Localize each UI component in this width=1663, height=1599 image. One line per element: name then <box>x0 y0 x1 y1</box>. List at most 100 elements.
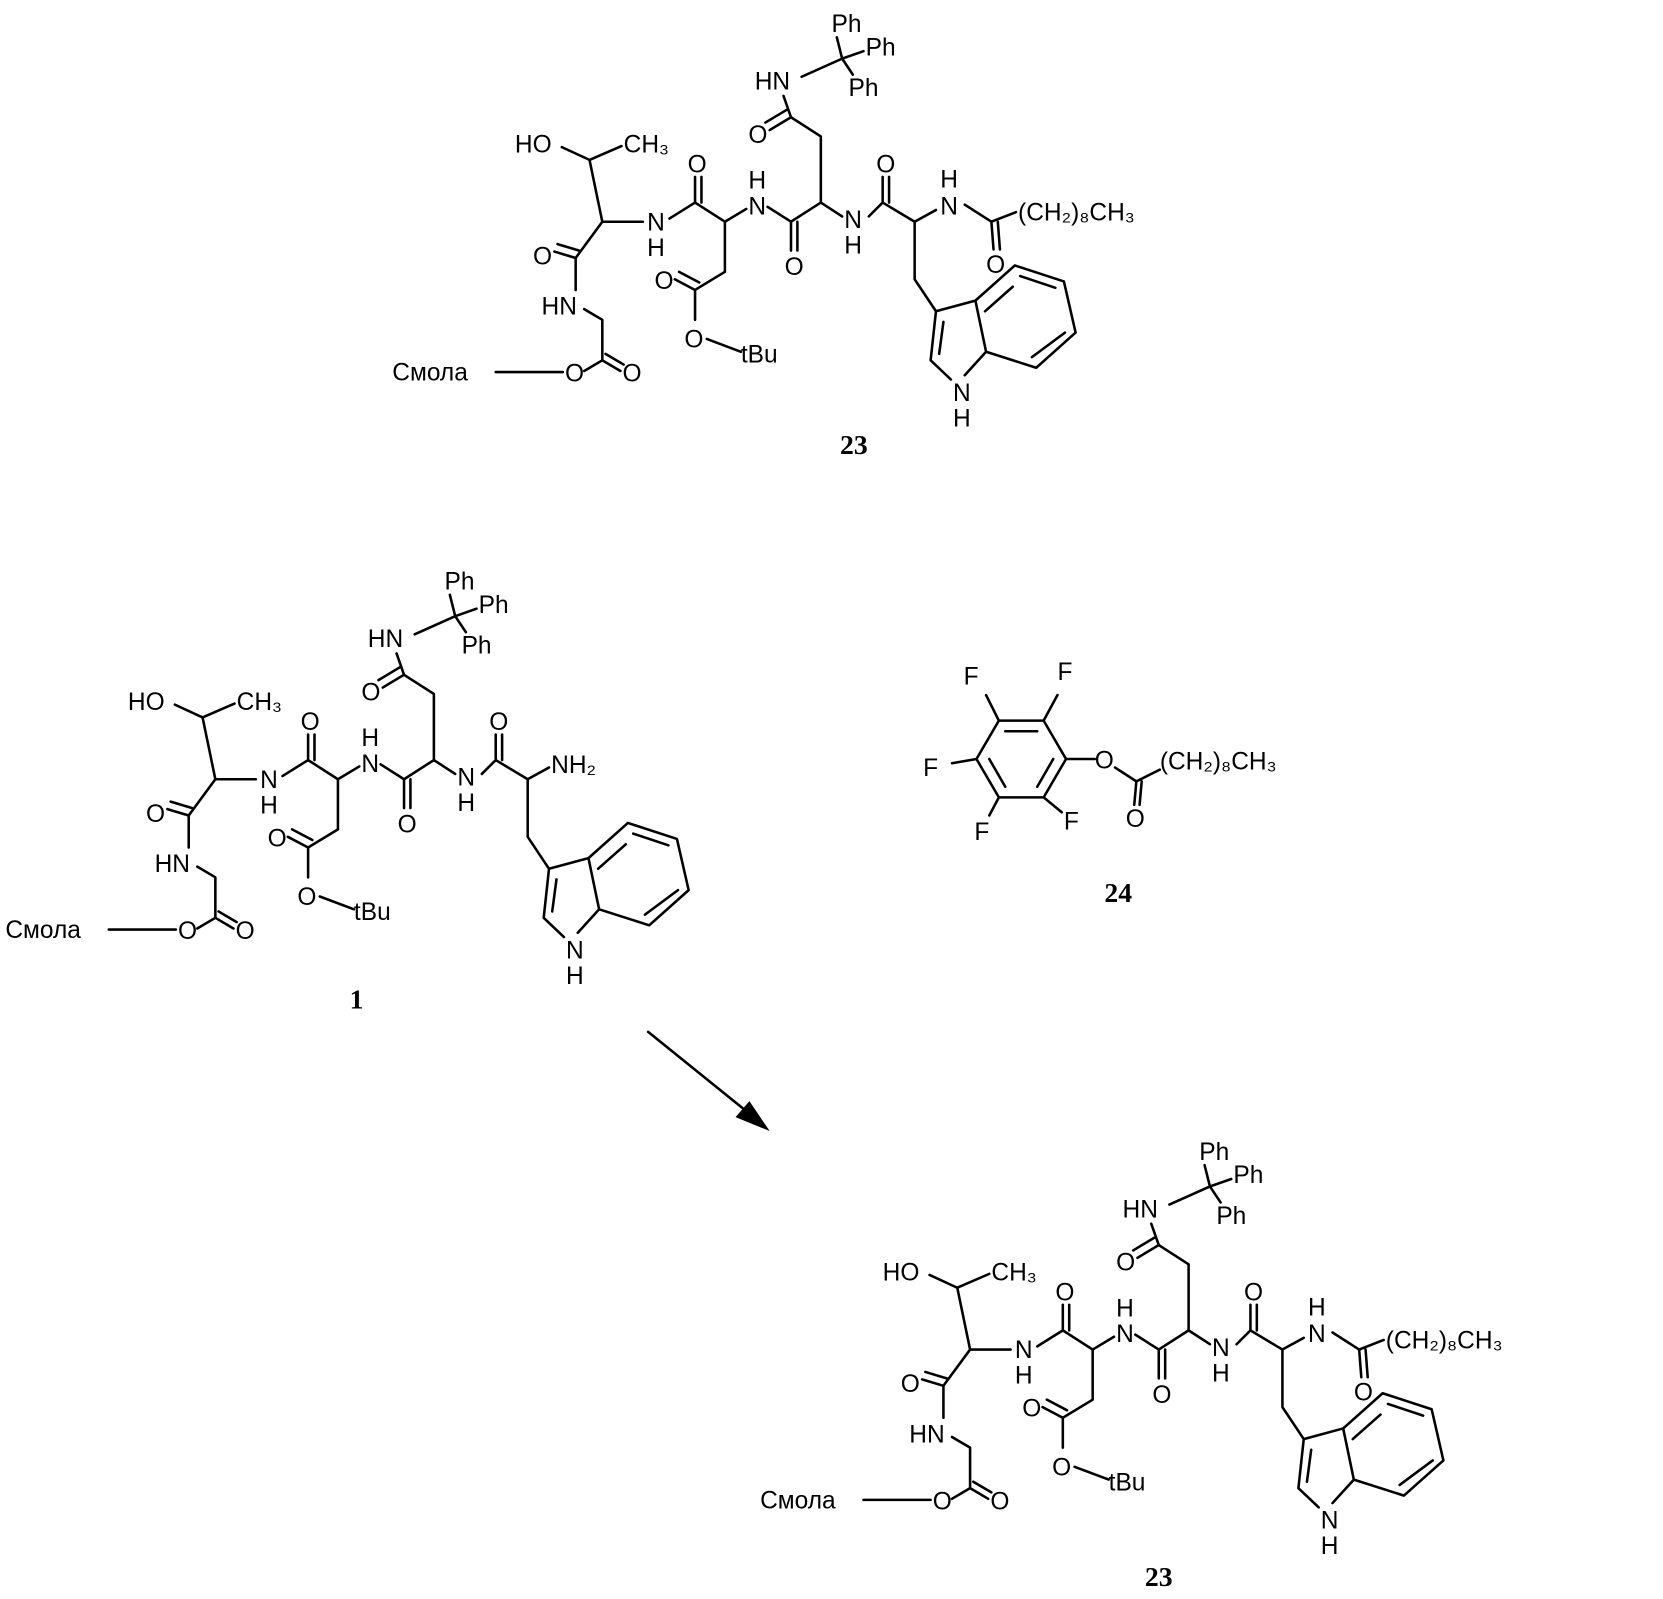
fluorine-label: F <box>1057 659 1072 686</box>
oxygen-label: O <box>489 709 508 736</box>
phenyl-label: Ph <box>462 632 492 659</box>
oxygen-label: O <box>785 254 804 281</box>
oxygen-label: O <box>301 709 320 736</box>
hydrogen-label: H <box>1116 1296 1134 1323</box>
phenyl-label: Ph <box>445 568 475 595</box>
oxygen-label: O <box>986 252 1005 279</box>
threonine-bonds <box>863 1274 991 1500</box>
oxygen-label: O <box>655 268 674 295</box>
oxygen-label: O <box>1052 1454 1071 1481</box>
amide-nh-label: HN <box>755 69 790 96</box>
oxygen-label: O <box>990 1488 1009 1515</box>
oxygen-label: O <box>933 1488 952 1515</box>
nitrogen-label: N <box>260 767 278 794</box>
fluorine-label: F <box>964 663 979 690</box>
nitrogen-label: N <box>748 193 766 220</box>
decanoyl-amide: H N O (CH₂)₈CH₃ <box>940 167 1135 279</box>
hydrogen-label: H <box>748 168 766 195</box>
hydrogen-label: H <box>844 233 862 260</box>
fluorine-label: F <box>923 755 938 782</box>
compound-number-23-bottom: 23 <box>1145 1561 1173 1592</box>
compound-number-1: 1 <box>350 983 364 1014</box>
trityl-asn-bonds <box>378 595 476 760</box>
nitrogen-label: N <box>457 765 475 792</box>
acyl-bonds <box>965 205 1016 250</box>
compound-number-23-top: 23 <box>840 429 868 460</box>
hydrogen-label: H <box>361 725 379 752</box>
phenyl-label: Ph <box>866 34 896 61</box>
reaction-arrow <box>648 1032 770 1131</box>
hydrogen-label: H <box>1308 1294 1326 1321</box>
oxygen-label: O <box>876 152 895 179</box>
oxygen-label: O <box>1126 806 1145 833</box>
oxygen-label: O <box>398 812 417 839</box>
peptide-core: Ph Ph Ph HN O O O O N H N H N H HO CH₃ O… <box>392 11 1075 432</box>
phenyl-label: Ph <box>832 11 862 38</box>
indole-hydrogen-label: H <box>566 963 584 990</box>
resin-label: Смола <box>760 1487 836 1514</box>
indole-bonds <box>1282 1350 1443 1508</box>
decanoyl-amide: H N O (CH₂)₈CH₃ <box>1308 1294 1503 1406</box>
oxygen-label: O <box>748 122 767 149</box>
indole-nitrogen-label: N <box>566 937 584 964</box>
nitrogen-label: N <box>844 207 862 234</box>
hydrogen-label: H <box>260 792 278 819</box>
oxygen-label: O <box>1055 1280 1074 1307</box>
hydrogen-label: H <box>647 235 665 262</box>
oxygen-label: O <box>1152 1382 1171 1409</box>
oxygen-label: O <box>1022 1396 1041 1423</box>
hydroxyl-label: HO <box>515 131 552 158</box>
hydrogen-label: H <box>940 167 958 194</box>
compound-23-structure-top: Ph Ph Ph HN O O O O N H N H N H HO CH₃ O… <box>392 11 1134 432</box>
threonine-bonds <box>496 146 624 372</box>
amide-nh-label: HN <box>1123 1196 1158 1223</box>
oxygen-label: O <box>1354 1380 1373 1407</box>
peptide-core: Ph Ph Ph HN O O O O N H N H N H HO CH₃ O… <box>760 1139 1443 1560</box>
amide-nh-label: HN <box>155 851 190 878</box>
hydrogen-label: H <box>1212 1361 1230 1388</box>
nitrogen-label: N <box>1212 1335 1230 1362</box>
peptide-core: Ph Ph Ph HN O O O O N H N H N H HO CH₃ O… <box>5 568 688 989</box>
oxygen-label: O <box>901 1371 920 1398</box>
indole-nitrogen-label: N <box>953 380 971 407</box>
hydrogen-label: H <box>457 790 475 817</box>
tert-butyl-label: tBu <box>1109 1469 1146 1496</box>
oxygen-label: O <box>565 361 584 388</box>
nitrogen-label: N <box>1015 1337 1033 1364</box>
indole-bonds <box>915 222 1076 380</box>
oxygen-label: O <box>361 679 380 706</box>
oxygen-label: O <box>1095 748 1114 775</box>
decyl-chain-label: (CH₂)₈CH₃ <box>1386 1327 1503 1354</box>
nitrogen-label: N <box>940 193 958 220</box>
oxygen-label: O <box>236 918 255 945</box>
amine-label: NH₂ <box>551 752 596 779</box>
oxygen-label: O <box>297 884 316 911</box>
tert-butyl-label: tBu <box>741 341 778 368</box>
fluorine-label: F <box>974 819 989 846</box>
oxygen-label: O <box>1116 1250 1135 1277</box>
trityl-asn-bonds <box>1133 1165 1231 1330</box>
indole-bonds <box>528 779 689 937</box>
methyl-label: CH₃ <box>991 1259 1036 1286</box>
methyl-label: CH₃ <box>237 689 282 716</box>
indole-nitrogen-label: N <box>1321 1508 1339 1535</box>
trityl-asn-bonds <box>765 37 863 202</box>
phenyl-label: Ph <box>1216 1203 1246 1230</box>
methyl-label: CH₃ <box>624 131 669 158</box>
amide-nh-label: HN <box>368 626 403 653</box>
indole-hydrogen-label: H <box>1321 1533 1339 1560</box>
oxygen-label: O <box>1244 1280 1263 1307</box>
arrow-shaft <box>648 1032 759 1122</box>
oxygen-label: O <box>623 361 642 388</box>
oxygen-label: O <box>688 152 707 179</box>
oxygen-label: O <box>533 243 552 270</box>
indole-hydrogen-label: H <box>953 405 971 432</box>
tert-butyl-label: tBu <box>354 899 391 926</box>
oxygen-label: O <box>684 327 703 354</box>
nitrogen-label: N <box>361 751 379 778</box>
fluorine-label: F <box>1064 808 1079 835</box>
nitrogen-label: N <box>1308 1321 1326 1348</box>
oxygen-label: O <box>146 801 165 828</box>
phenyl-label: Ph <box>479 592 509 619</box>
